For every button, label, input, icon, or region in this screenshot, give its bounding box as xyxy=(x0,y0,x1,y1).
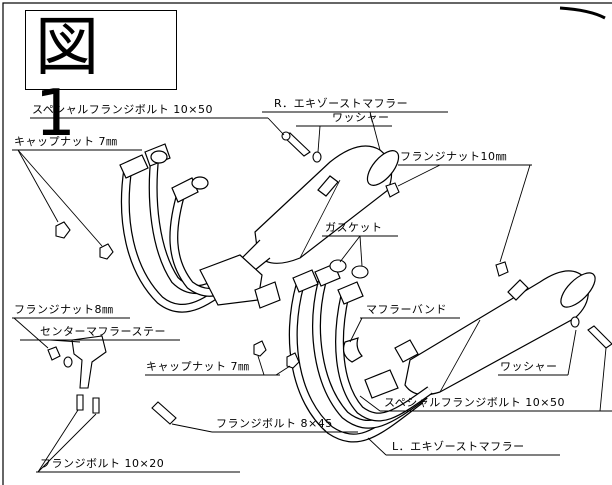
label-center-muffler-stay: センターマフラーステー xyxy=(40,325,166,338)
label-flange-bolt-10x20: フランジボルト 10×20 xyxy=(40,457,165,470)
label-muffler-band: マフラーバンド xyxy=(366,303,447,316)
label-cap-nut-center: キャップナット 7㎜ xyxy=(146,360,250,373)
corner-arc xyxy=(559,6,606,20)
figure-number: 図 1 xyxy=(35,11,109,151)
label-washer-right: ワッシャー xyxy=(500,360,558,373)
label-washer-top: ワッシャー xyxy=(332,111,390,124)
leader-lines xyxy=(12,111,612,473)
small-fasteners xyxy=(47,131,612,425)
label-special-flange-bolt-top: スペシャルフランジボルト 10×50 xyxy=(32,103,213,116)
label-l-exhaust-muffler: L．エキゾーストマフラー xyxy=(392,440,525,453)
l-exhaust-muffler xyxy=(288,263,596,443)
label-flange-bolt-8x45: フランジボルト 8×45 xyxy=(216,417,333,430)
label-flange-nut-10mm: フランジナット10㎜ xyxy=(400,150,507,163)
label-gasket: ガスケット xyxy=(325,221,383,234)
label-cap-nut-left: キャップナット 7㎜ xyxy=(14,135,118,148)
r-exhaust-muffler xyxy=(119,143,400,313)
label-special-flange-bolt-bottom: スペシャルフランジボルト 10×50 xyxy=(384,396,565,409)
figure-number-box: 図 1 xyxy=(25,10,177,147)
label-r-exhaust-muffler: R．エキゾーストマフラー xyxy=(274,97,409,110)
label-flange-nut-8mm: フランジナット8㎜ xyxy=(14,303,114,316)
